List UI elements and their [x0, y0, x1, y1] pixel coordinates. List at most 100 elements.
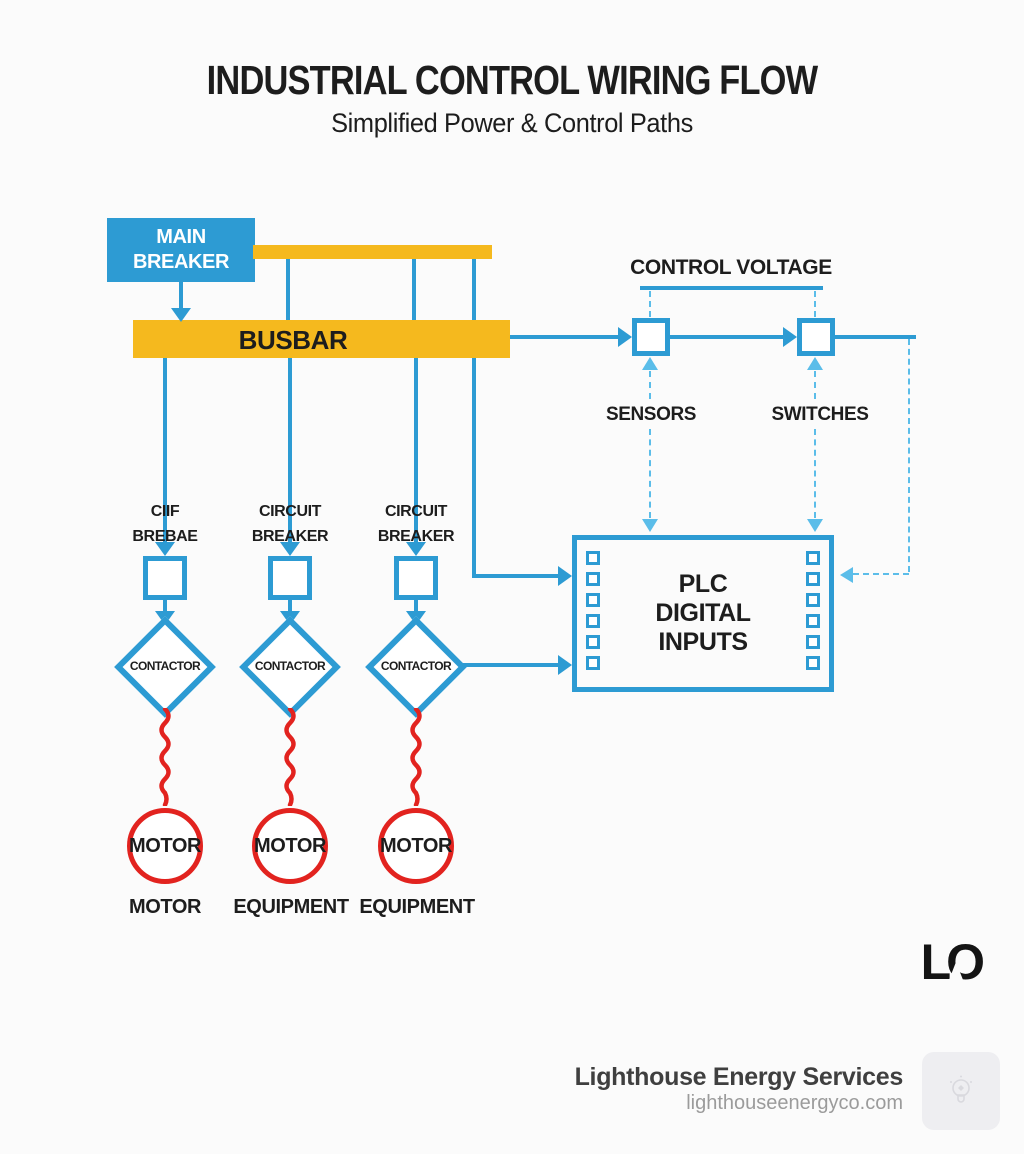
wire-contactor3-to-plc-arrowhead [558, 655, 572, 675]
breaker-label-2-line2: BREAKER [251, 527, 329, 545]
wire-feeder-top-1 [286, 259, 290, 320]
breaker-label-1: CIIF BREBAE [105, 503, 225, 546]
breaker-label-1-line1: CIIF [150, 503, 180, 520]
wire-plc-feeder-arrowhead [558, 566, 572, 586]
lightbulb-icon [950, 1075, 972, 1103]
plc-input-pin [806, 656, 820, 670]
dashed-sensor-mid [649, 371, 651, 399]
contactor-label-2: CONTACTOR [254, 659, 326, 673]
breaker-box-3 [394, 556, 438, 600]
load-type-label-1: MOTOR [128, 896, 202, 918]
wire-breaker-1-out [163, 600, 167, 611]
plc-title: PLC DIGITAL INPUTS [603, 570, 803, 657]
load-type-label-3: EQUIPMENT [359, 896, 475, 918]
motor-circle-2: MOTOR [252, 808, 328, 884]
wire-breaker-2-out [288, 600, 292, 611]
wire-mainbreaker-stem [179, 282, 183, 308]
page-subtitle: Simplified Power & Control Paths [331, 108, 693, 138]
motor-label-2: MOTOR [253, 834, 327, 857]
dashed-switch-mid [814, 371, 816, 399]
wire-branch-2-stem [288, 358, 292, 542]
wire-feeder-top-3 [472, 259, 476, 320]
wire-sensor-to-switch [670, 335, 783, 339]
busbar-label: BUSBAR [238, 325, 348, 355]
motor-coil-squiggle-2 [284, 708, 296, 806]
wire-busbar-to-sensor [510, 335, 618, 339]
breaker-box-1 [143, 556, 187, 600]
motor-coil-squiggle-3 [410, 708, 422, 806]
main-breaker-box: MAIN BREAKER [107, 218, 255, 282]
breaker-label-1-line2: BREBAE [132, 527, 198, 545]
wire-branch-1-stem [163, 358, 167, 542]
plc-input-pin [586, 572, 600, 586]
breaker-label-3-line2: BREAKER [377, 527, 455, 545]
dashed-sensor-lower [649, 429, 651, 518]
plc-input-pin [586, 614, 600, 628]
brand-card [922, 1052, 1000, 1130]
wire-branch-1-arrowhead [155, 542, 175, 556]
footer-website: lighthouseenergyco.com [686, 1092, 903, 1114]
motor-label-3: MOTOR [379, 834, 453, 857]
top-distribution-bar [253, 245, 492, 259]
wire-branch-3-stem [414, 358, 418, 542]
breaker-label-3: CIRCUIT BREAKER [356, 503, 476, 546]
sensors-label: SENSORS [605, 404, 697, 425]
motor-label-1: MOTOR [128, 834, 202, 857]
lo-logo-notch [947, 962, 965, 985]
wire-feeder-top-2 [412, 259, 416, 320]
plc-input-pin [586, 593, 600, 607]
dashed-return-horizontal [853, 573, 909, 575]
wire-plc-feeder-vertical [472, 358, 476, 578]
plc-input-pin [586, 656, 600, 670]
dashed-return-arrowhead [840, 567, 853, 583]
wire-plc-feeder-horizontal [472, 574, 558, 578]
lo-logo: LO [900, 937, 985, 990]
control-voltage-label: CONTROL VOLTAGE [630, 256, 832, 279]
dashed-switch-up-arrowhead [807, 357, 823, 370]
main-breaker-label-line1: MAIN [156, 226, 206, 248]
main-breaker-label-line2: BREAKER [132, 251, 230, 273]
motor-coil-squiggle-1 [159, 708, 171, 806]
plc-box [572, 535, 834, 692]
page-title: INDUSTRIAL CONTROL WIRING FLOW [206, 57, 818, 103]
footer-company: Lighthouse Energy Services [574, 1063, 904, 1091]
wire-branch-2-arrowhead [280, 542, 300, 556]
wire-switch-tail [835, 335, 916, 339]
breaker-label-3-line1: CIRCUIT [384, 503, 448, 520]
wire-contactor3-to-plc [460, 663, 558, 667]
dashed-sensor-top [649, 291, 651, 317]
plc-input-pin [806, 572, 820, 586]
dashed-sensor-up-arrowhead [642, 357, 658, 370]
control-voltage-underline [640, 286, 823, 290]
plc-title-line2: DIGITAL [655, 599, 751, 627]
load-type-label-2: EQUIPMENT [233, 896, 349, 918]
plc-input-pin [586, 635, 600, 649]
wire-sensor-to-switch-arrowhead [783, 327, 797, 347]
motor-circle-3: MOTOR [378, 808, 454, 884]
switch-contact-box [797, 318, 835, 356]
breaker-label-2-line1: CIRCUIT [258, 503, 322, 520]
dashed-sensor-down-arrowhead [642, 519, 658, 532]
motor-circle-1: MOTOR [127, 808, 203, 884]
plc-title-line3: INPUTS [658, 628, 748, 656]
wire-busbar-to-sensor-arrowhead [618, 327, 632, 347]
wire-breaker-3-out [414, 600, 418, 611]
plc-title-line1: PLC [678, 570, 728, 598]
plc-input-pin [806, 614, 820, 628]
dashed-switch-top [814, 291, 816, 317]
wire-mainbreaker-arrowhead [171, 308, 191, 322]
dashed-switch-down-arrowhead [807, 519, 823, 532]
breaker-label-2: CIRCUIT BREAKER [230, 503, 350, 546]
sensor-contact-box [632, 318, 670, 356]
wire-branch-3-arrowhead [406, 542, 426, 556]
plc-input-pin [806, 551, 820, 565]
dashed-return-vertical [908, 339, 910, 572]
plc-input-pin [806, 635, 820, 649]
switches-label: SWITCHES [771, 404, 869, 425]
dashed-switch-lower [814, 429, 816, 518]
plc-input-pin [586, 551, 600, 565]
busbar-bar [133, 320, 510, 358]
breaker-box-2 [268, 556, 312, 600]
contactor-label-3: CONTACTOR [380, 659, 452, 673]
